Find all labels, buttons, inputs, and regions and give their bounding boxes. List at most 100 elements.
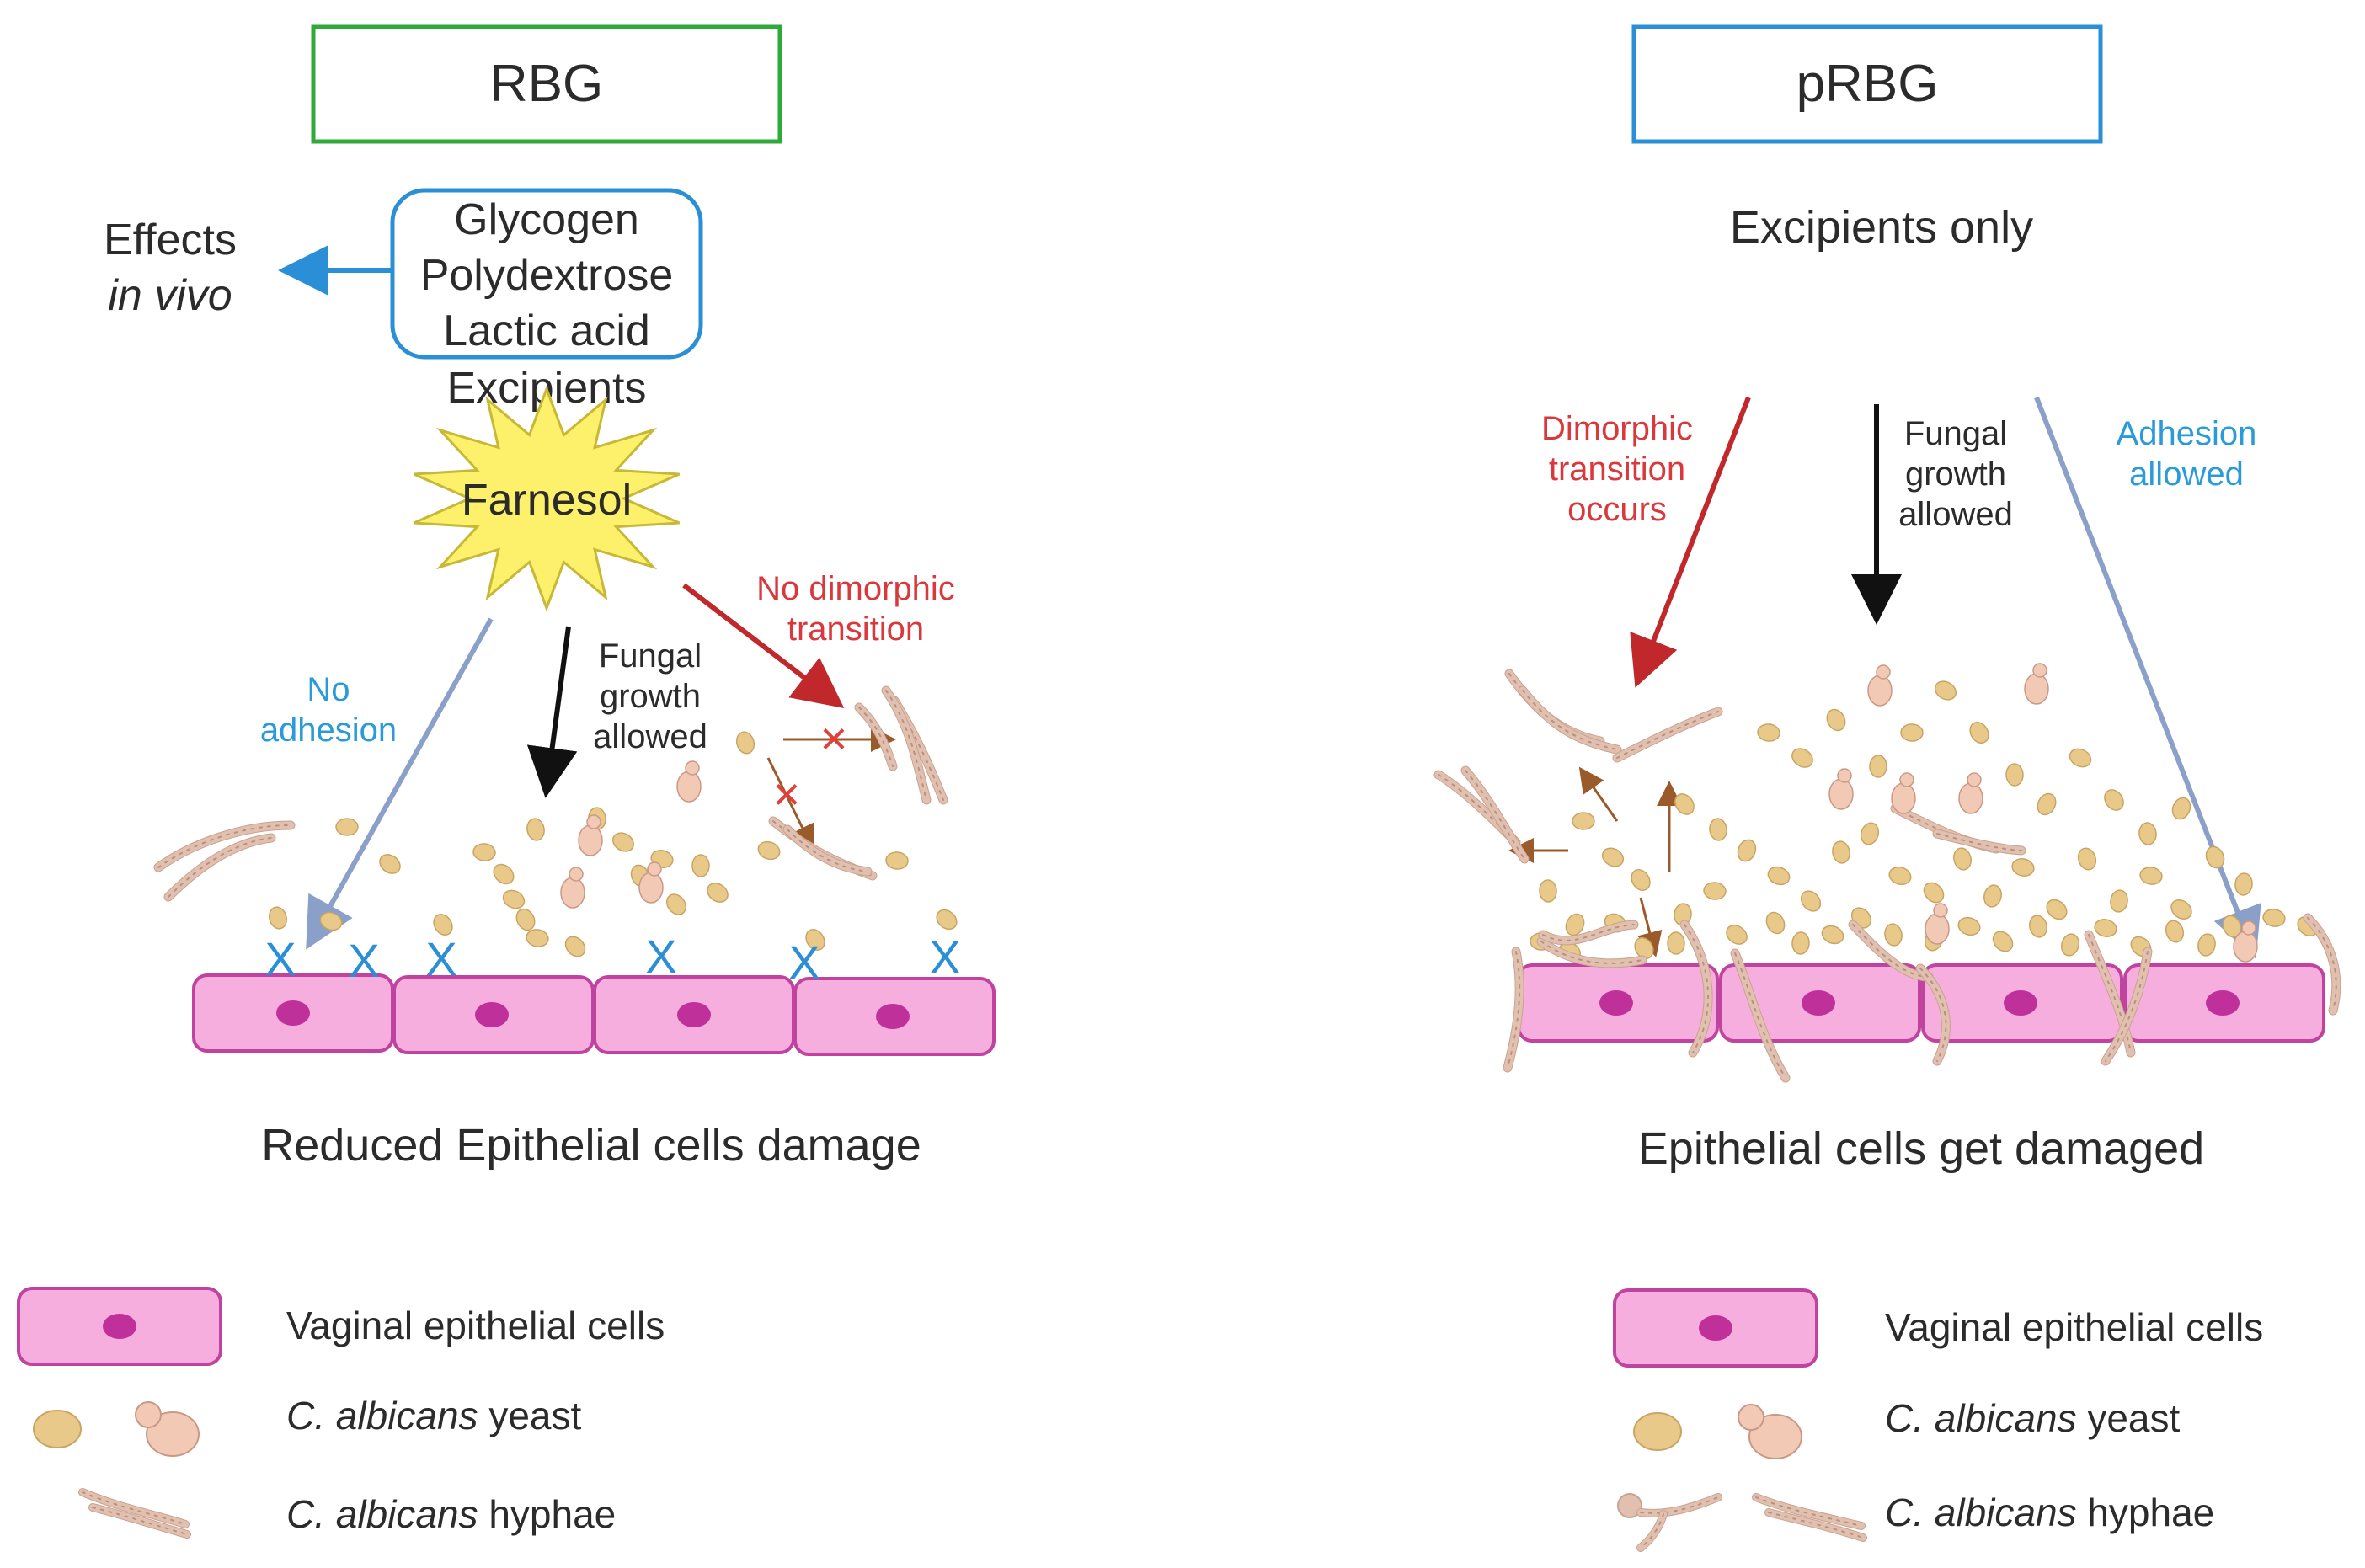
nucleus [475, 1002, 509, 1027]
yeast-cell [1983, 884, 2002, 908]
hypha [78, 1488, 190, 1528]
legend-hyphae-label: C. albicans hyphae [1885, 1491, 2214, 1534]
yeast-cell [1800, 890, 1822, 912]
yeast-cell [2139, 867, 2163, 885]
yeast-cell [611, 832, 635, 852]
yeast-cell [2165, 920, 2185, 943]
yeast-cell [1860, 822, 1880, 845]
right-panel: pRBG Excipients only Dimorphic transitio… [1433, 24, 2341, 1174]
hypha [1915, 963, 1951, 1066]
no-dimorphic-label-1: No dimorphic [756, 570, 955, 607]
yeast-cell [1572, 812, 1595, 830]
fungal-growth-arrow-left [526, 626, 578, 798]
yeast-cell [1953, 847, 1972, 871]
yeast-cell [564, 936, 586, 957]
yeast-cell [1737, 839, 1757, 862]
budding-yeast [2024, 663, 2049, 705]
hypha [1752, 1493, 1866, 1530]
legend-yeast [33, 1410, 82, 1448]
yeast-cell [2037, 792, 2057, 816]
yeast-cell [1992, 931, 2014, 952]
yeast-cell [2069, 748, 2092, 768]
nucleus [2004, 990, 2037, 1016]
legend-hyphae-text: hyphae [2077, 1491, 2215, 1534]
yeast-cell [2011, 858, 2035, 877]
yeast-cell [1791, 931, 1810, 955]
right-fungi-group [1433, 663, 2319, 963]
yeast-cell [433, 914, 453, 936]
budding-yeast [1891, 772, 1916, 814]
yeast-cell [2138, 822, 2157, 845]
prbg-title: pRBG [1796, 55, 1939, 113]
yeast-cell [2029, 915, 2047, 938]
legend-budding-yeast [1738, 1404, 1802, 1459]
yeast-cell [1709, 818, 1727, 841]
budding-yeast [1828, 768, 1854, 810]
left-fungi-group [153, 685, 958, 957]
hypha [2084, 930, 2136, 1058]
blocked-transition-arrow-2 [766, 757, 814, 851]
fungal-growth-right-2: growth [1905, 456, 2006, 493]
hypha [1932, 829, 2026, 856]
yeast-cell [1539, 879, 1557, 903]
right-caption: Epithelial cells get damaged [1638, 1123, 2204, 1174]
yeast-cell [666, 893, 686, 915]
left-panel: RBG Glycogen Polydextrose Lactic acid Ex… [104, 24, 996, 1171]
yeast-cell [2077, 847, 2097, 871]
ingredient-lactic-acid: Lactic acid [443, 307, 650, 355]
hypha [1460, 765, 1530, 864]
farnesol-label: Farnesol [462, 476, 632, 525]
budding-yeast [1925, 903, 1950, 945]
hypha-tip [1617, 1493, 1642, 1518]
nucleus [1802, 990, 1835, 1016]
yeast-cell [2046, 899, 2068, 920]
yeast-cell [2170, 899, 2192, 920]
yeast-cell [2171, 797, 2191, 820]
yeast-cell [268, 906, 288, 930]
yeast-cell [735, 731, 755, 755]
yeast-cell [1791, 748, 1813, 768]
fungal-growth-right-1: Fungal [1904, 415, 2007, 452]
yeast-cell [1631, 869, 1651, 891]
no-adhesion-x: X [788, 936, 819, 989]
hypha [163, 833, 276, 902]
legend-hyphae [1617, 1493, 1867, 1552]
right-epithelium [1517, 963, 2325, 1043]
budding-yeast [676, 760, 702, 803]
hypha [1503, 947, 1524, 1073]
yeast-cell [335, 818, 359, 836]
legend-hyphae-species: C. albicans [286, 1492, 478, 1536]
hypha [854, 702, 898, 771]
effects-label: Effects [104, 216, 237, 264]
yeast-cell [493, 863, 515, 885]
hypha [1764, 1508, 1867, 1542]
legend-yeast [1633, 1412, 1682, 1451]
yeast-cell [1757, 723, 1780, 742]
no-adhesion-marks: X X X X X X [264, 930, 960, 989]
nucleus [276, 1000, 310, 1026]
budding-yeast [1958, 772, 1983, 814]
hypha [1536, 936, 1647, 968]
yeast-cell [805, 929, 825, 951]
yeast-cell [1726, 925, 1748, 945]
nucleus [876, 1004, 910, 1029]
yeast-cell [1767, 866, 1791, 886]
dimorphic-label-3: occurs [1567, 491, 1667, 528]
yeast-cell [1703, 882, 1727, 900]
yeast-cell [1888, 866, 1912, 886]
no-adhesion-x: X [425, 932, 456, 985]
rbg-title: RBG [490, 55, 603, 113]
yeast-cell [2094, 919, 2117, 937]
hypha [782, 824, 873, 877]
yeast-cell [691, 854, 710, 877]
legend-yeast-species: C. albicans [286, 1394, 478, 1437]
hypha [153, 820, 296, 872]
ingredient-polydextrose: Polydextrose [420, 251, 674, 300]
yeast-cell [2205, 845, 2225, 869]
yeast-cell [502, 889, 526, 909]
ingredient-glycogen: Glycogen [454, 195, 639, 244]
legend-yeast-species: C. albicans [1885, 1396, 2077, 1440]
yeast-cell [526, 929, 549, 947]
legend-epithelial-label: Vaginal epithelial cells [1885, 1305, 2263, 1349]
